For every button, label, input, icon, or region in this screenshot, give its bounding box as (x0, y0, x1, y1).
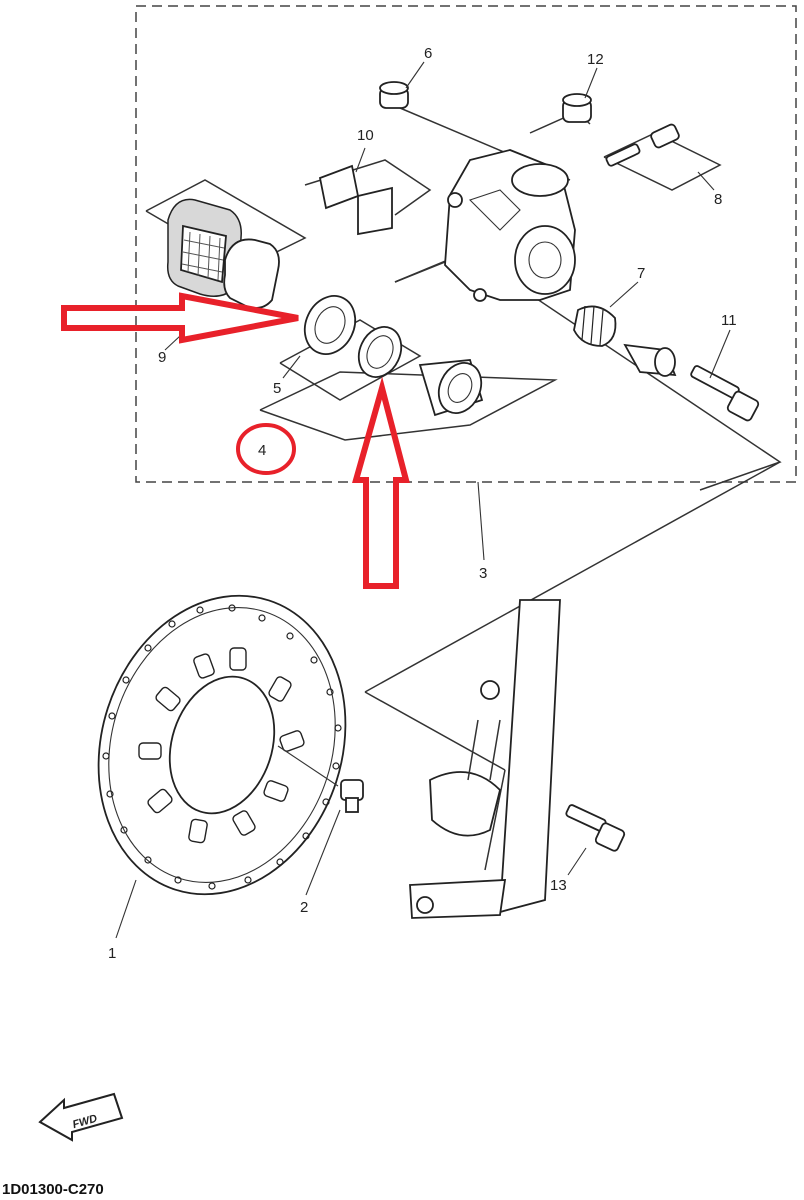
caliper-bolt (690, 329, 760, 422)
callout-13: 13 (550, 877, 567, 894)
front-fork-leg (409, 599, 561, 919)
red-arrow-up-icon (352, 376, 410, 589)
caliper-body (444, 149, 576, 302)
brake-pads (164, 198, 280, 351)
bleed-screw (605, 123, 715, 191)
callout-2: 2 (300, 899, 308, 916)
dust-seal (357, 326, 403, 378)
caliper-assembly-boundary (135, 5, 797, 483)
callout-12: 12 (587, 51, 604, 68)
pad-clips (318, 147, 393, 236)
callout-5: 5 (273, 380, 281, 397)
assembly-leader (477, 481, 485, 561)
callout-3: 3 (479, 565, 487, 582)
callout-9: 9 (158, 349, 166, 366)
bleed-cap-6 (379, 61, 425, 109)
callout-8: 8 (714, 191, 722, 208)
brake-disc (97, 594, 347, 939)
caliper-piston (418, 359, 484, 417)
red-circle-highlight (236, 423, 296, 475)
callout-1: 1 (108, 945, 116, 962)
callout-6: 6 (424, 45, 432, 62)
diagram-code: 1D01300-C270 (2, 1181, 104, 1198)
disc-bolt (277, 745, 364, 896)
fwd-arrow-icon: FWD (38, 1092, 124, 1142)
callout-11: 11 (721, 312, 737, 329)
caliper-spring (573, 281, 677, 377)
axle-bolt (565, 804, 626, 876)
callout-10: 10 (357, 127, 374, 144)
bleed-cap-12 (562, 67, 598, 123)
callout-4: 4 (258, 442, 266, 459)
piston-seal (282, 295, 357, 379)
red-arrow-left-icon (61, 292, 299, 344)
callout-7: 7 (637, 265, 645, 282)
